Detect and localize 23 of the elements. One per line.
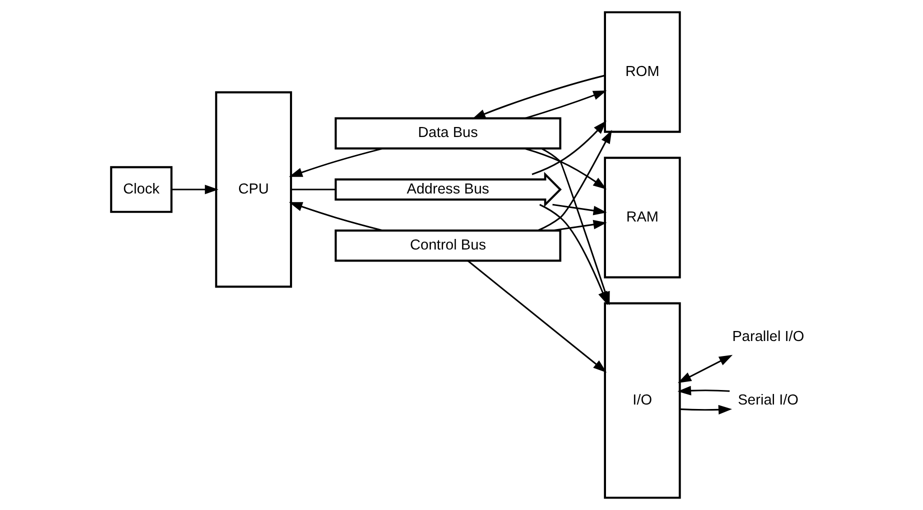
node-box: Clock xyxy=(110,166,172,213)
node-box: I/O xyxy=(604,302,681,499)
node-box: ROM xyxy=(604,11,681,133)
arrow xyxy=(537,130,612,232)
arrow xyxy=(552,220,607,232)
arrow xyxy=(532,120,606,176)
arrow xyxy=(552,204,607,216)
arrow xyxy=(678,386,730,396)
arrow xyxy=(472,74,605,120)
node-box: Control Bus xyxy=(334,230,562,262)
node-box: RAM xyxy=(604,156,681,278)
arrow xyxy=(524,148,607,190)
node-box: CPU xyxy=(215,91,292,288)
node-text: Serial I/O xyxy=(738,392,798,408)
arrow xyxy=(288,202,384,232)
connector xyxy=(291,188,336,190)
arrow xyxy=(288,148,384,177)
arrow xyxy=(172,184,218,194)
arrow xyxy=(525,90,607,119)
node-text: Parallel I/O xyxy=(732,328,804,345)
arrow xyxy=(678,354,733,383)
node-box: Data Bus xyxy=(334,117,562,150)
arrow xyxy=(680,404,732,414)
